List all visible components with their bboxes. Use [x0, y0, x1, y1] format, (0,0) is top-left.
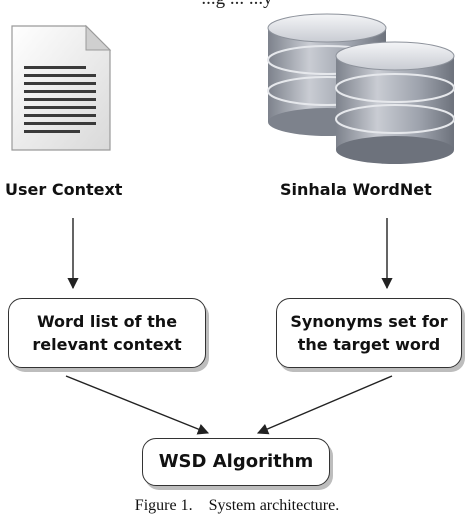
wsd-algorithm-label: WSD Algorithm	[158, 450, 314, 472]
arrow-synonyms-to-wsd	[256, 375, 393, 435]
synonyms-set-box: Synonyms set for the target word	[276, 298, 462, 368]
figure-caption: Figure 1. System architecture.	[134, 497, 340, 514]
user-context-label: User Context	[5, 180, 123, 199]
synonyms-line-1: Synonyms set for	[290, 311, 448, 331]
word-list-box: Word list of the relevant context	[8, 298, 206, 368]
word-list-line-1: Word list of the	[36, 311, 178, 331]
arrow-word-list-to-wsd	[65, 375, 210, 435]
wsd-algorithm-box: WSD Algorithm	[142, 438, 330, 486]
synonyms-line-2: the target word	[297, 335, 441, 354]
document-icon	[11, 24, 112, 151]
header-fragment: ...g ... ...y	[0, 0, 474, 10]
sinhala-wordnet-label: Sinhala WordNet	[280, 180, 432, 199]
word-list-line-2: relevant context	[32, 335, 182, 354]
database-icon	[267, 13, 455, 164]
